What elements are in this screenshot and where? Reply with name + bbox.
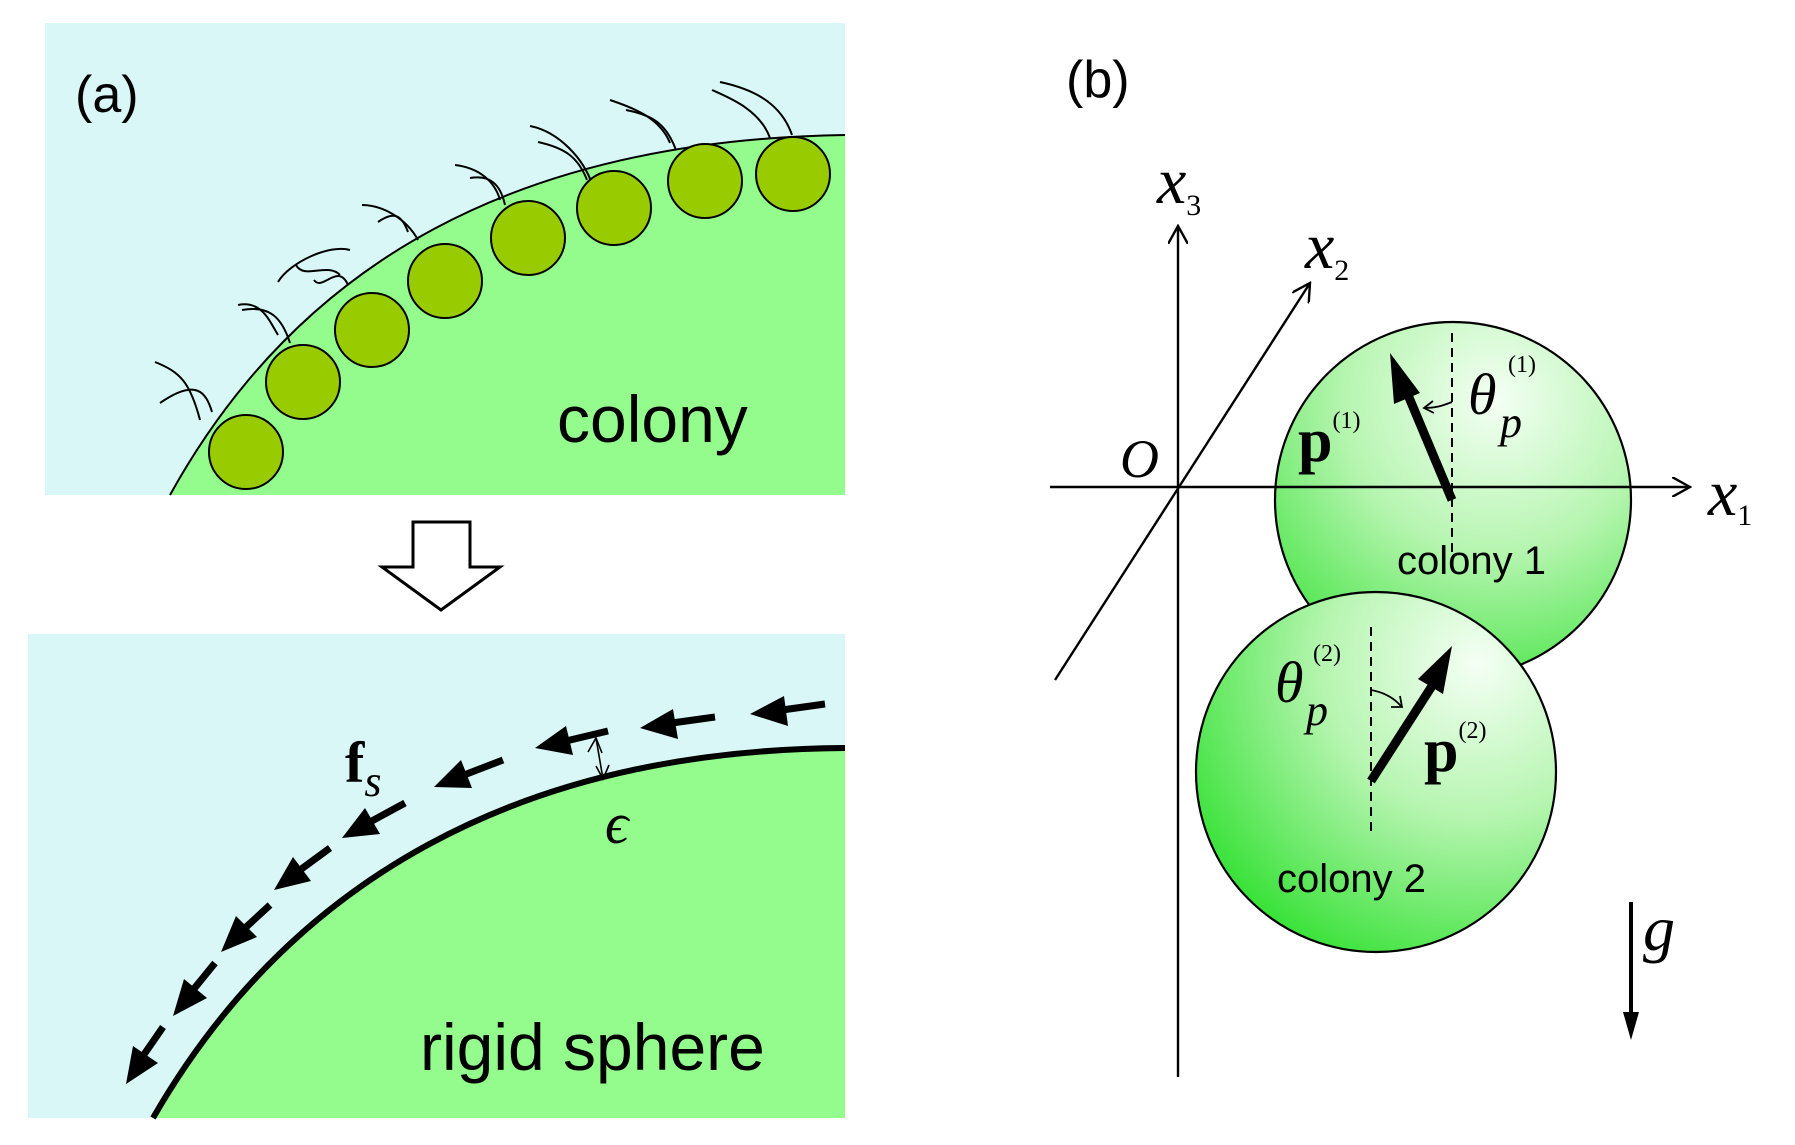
flagellum <box>241 307 291 344</box>
colony-2-angle-arc-head <box>1391 695 1404 708</box>
flagellum <box>529 125 593 185</box>
flagellum <box>469 176 506 206</box>
flagellum <box>625 109 677 151</box>
bacterium <box>576 170 652 246</box>
colony-1-angle-superscript: (1) <box>1508 352 1536 378</box>
colony-1-orientation-arrow <box>1403 393 1457 502</box>
force-arrow <box>640 709 716 739</box>
x1-label-base: x <box>1707 457 1737 530</box>
force-symbol: fs <box>345 730 381 806</box>
colony-2-angle-label: θ <box>1275 650 1304 715</box>
colony-1-orientation-arrowhead <box>1390 353 1420 404</box>
origin-label: O <box>1120 429 1159 489</box>
force-arrow <box>221 902 273 952</box>
colony-1: p(1) θ p (1) colony 1 <box>1273 320 1633 680</box>
colony-1-angle-subscript: p <box>1497 398 1522 447</box>
force-arrow <box>750 696 826 726</box>
panel-label-a: (a) <box>75 66 139 124</box>
gap-symbol: ϵ <box>605 791 631 856</box>
flagellum <box>159 388 213 413</box>
colony-1-label: colony 1 <box>1397 539 1546 583</box>
flagellum <box>537 141 588 181</box>
panel-b: (b) p(1) θ p (1) colony 1 <box>1050 51 1752 1077</box>
x3-label-base: x <box>1156 145 1186 218</box>
colony-1-angle-arc <box>1424 401 1453 409</box>
bacterium <box>667 143 743 219</box>
gravity-label: g <box>1643 893 1675 964</box>
x1-label-subscript: 1 <box>1737 499 1752 532</box>
transition-arrow <box>377 520 505 612</box>
force-arrow <box>274 845 333 890</box>
colony-2-label: colony 2 <box>1277 857 1426 901</box>
slip-force-arrows <box>126 696 826 1084</box>
bacteria-group <box>154 81 793 421</box>
flagellum <box>454 164 501 201</box>
bacteria-cells <box>208 136 831 490</box>
colony-1-angle-symbol: θ <box>1468 362 1497 427</box>
flagellum <box>313 275 349 286</box>
colony-2-orientation-arrowhead <box>1418 646 1452 694</box>
panel-label-b: (b) <box>1066 51 1130 109</box>
bacterium <box>208 414 284 490</box>
flagellum <box>295 264 341 276</box>
colony-2-angle-subscript: p <box>1303 686 1328 735</box>
gap-indicator <box>587 736 610 781</box>
force-arrow <box>434 756 505 788</box>
flagellum <box>361 204 419 241</box>
bacterium <box>265 344 341 420</box>
x3-axis-label: x3 <box>1156 145 1201 222</box>
x2-label-subscript: 2 <box>1334 254 1349 287</box>
colony-label: colony <box>557 382 748 456</box>
rigid-sphere-surface <box>150 745 846 1120</box>
colony-region <box>170 135 845 495</box>
flagellum <box>609 99 671 144</box>
force-symbol-base: f <box>345 730 365 795</box>
rigid-sphere-region <box>153 748 845 1118</box>
flagellum <box>711 89 771 139</box>
colony-2-vector-symbol: p <box>1424 717 1458 785</box>
colony-1-vector-label: p(1) <box>1298 407 1360 475</box>
bacterium <box>334 292 410 368</box>
x1-axis-label: x1 <box>1707 457 1752 532</box>
force-arrow <box>535 726 609 755</box>
colony-1-angle-label: θ <box>1468 362 1497 427</box>
gravity-indicator: g <box>1623 893 1675 1040</box>
panel-a-top: (a) colony <box>45 23 846 496</box>
x3-label-subscript: 3 <box>1186 189 1201 222</box>
flagellum <box>277 247 351 283</box>
x2-label-base: x <box>1304 210 1334 283</box>
force-symbol-subscript: s <box>364 757 381 806</box>
flagellum <box>154 361 201 421</box>
colony-1-vector-superscript: (1) <box>1332 408 1360 434</box>
force-arrow <box>342 799 407 838</box>
x2-axis-label: x2 <box>1304 210 1349 287</box>
bacterium <box>407 243 483 319</box>
bacterium <box>755 136 831 212</box>
colony-2-angle-arc <box>1370 689 1402 707</box>
colony-2-orientation-arrow <box>1367 683 1436 784</box>
colony-1-angle-arc-head <box>1422 400 1435 414</box>
x2-axis <box>1053 283 1310 681</box>
flagellum <box>237 303 279 336</box>
colony-2-angle-superscript: (2) <box>1313 641 1341 667</box>
bacterium <box>490 200 566 276</box>
colony-2: p(2) θ p (2) colony 2 <box>1194 590 1558 954</box>
colony-1-vector-symbol: p <box>1298 407 1332 475</box>
colony-2-angle-symbol: θ <box>1275 650 1304 715</box>
colony-2-vector-superscript: (2) <box>1458 718 1486 744</box>
force-arrow <box>126 1025 166 1084</box>
colony-2-vector-label: p(2) <box>1424 717 1486 785</box>
rigid-sphere-label: rigid sphere <box>420 1010 765 1084</box>
gravity-arrowhead <box>1623 1012 1639 1040</box>
flagellum <box>719 81 793 136</box>
panel-a-bottom: fs ϵ rigid sphere <box>28 634 846 1120</box>
force-arrow <box>173 960 218 1016</box>
